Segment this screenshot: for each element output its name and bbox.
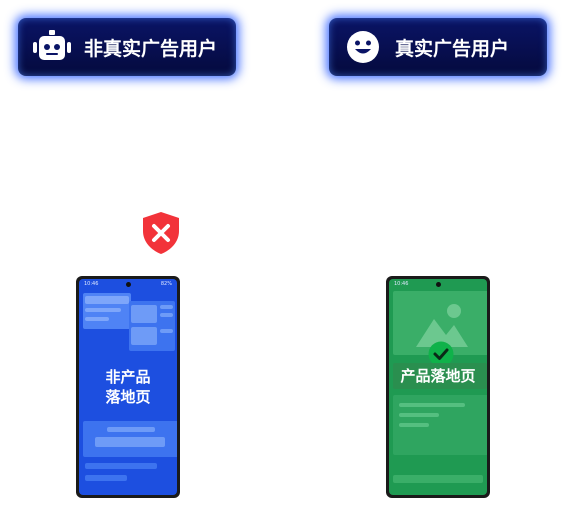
bar-placeholder (85, 317, 109, 321)
image-placeholder (131, 327, 157, 345)
non-product-landing-page-phone: 10:46 82% 非产品 落地页 (76, 276, 180, 498)
badge-label: 非真实广告用户 (84, 37, 218, 60)
status-battery: 82% (160, 281, 172, 287)
bar-placeholder (399, 403, 465, 407)
title-banner (393, 363, 487, 389)
phone-screen: 10:46 产品落地页 (389, 279, 487, 495)
camera-dot (435, 282, 441, 287)
button-placeholder (95, 437, 165, 447)
real-ad-user-badge: 真实广告用户 (329, 18, 547, 76)
robot-icon (32, 27, 72, 67)
screen-title-line-2: 落地页 (105, 388, 151, 406)
check-circle-icon (428, 341, 454, 367)
smiley-face-icon (343, 27, 383, 67)
status-bar: 10:46 (394, 281, 482, 289)
screen-title-line-1: 非产品 (105, 368, 151, 386)
bar-placeholder (399, 423, 429, 427)
product-landing-page-phone: 10:46 产品落地页 (386, 276, 490, 498)
bar-placeholder (85, 296, 129, 304)
image-placeholder-icon (416, 304, 468, 347)
bar-placeholder (393, 475, 483, 483)
screen-title: 产品落地页 (400, 367, 476, 385)
bar-placeholder (85, 475, 127, 481)
phone-screen: 10:46 82% 非产品 落地页 (79, 279, 177, 495)
status-bar: 10:46 82% (84, 281, 172, 289)
bar-placeholder (399, 413, 439, 417)
status-time: 10:46 (394, 281, 409, 287)
bar-placeholder (85, 463, 157, 469)
badge-label: 真实广告用户 (395, 37, 510, 60)
bar-placeholder (85, 308, 121, 312)
bar-placeholder (107, 427, 155, 432)
bar-placeholder (160, 329, 173, 333)
image-placeholder (131, 305, 157, 323)
status-time: 10:46 (84, 281, 99, 287)
bar-placeholder (160, 305, 173, 309)
non-real-ad-user-badge: 非真实广告用户 (18, 18, 236, 76)
camera-dot (125, 282, 131, 287)
shield-x-icon (141, 211, 181, 255)
bar-placeholder (160, 313, 173, 317)
